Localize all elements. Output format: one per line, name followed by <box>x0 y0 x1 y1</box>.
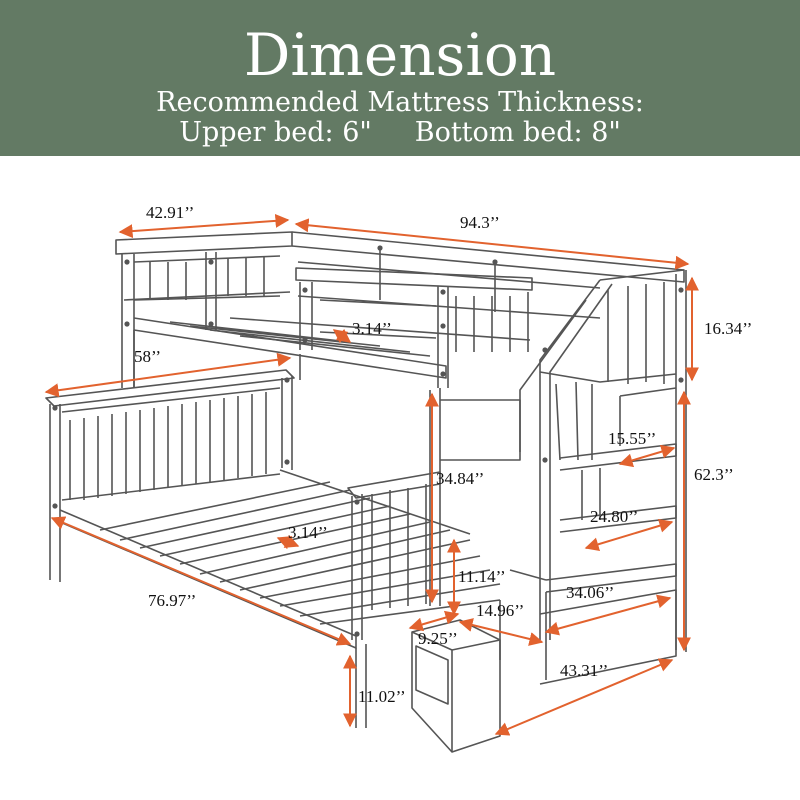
label-step-depth-mid: 24.80’’ <box>590 507 638 526</box>
dim-line-rail-gap-upper <box>332 328 352 344</box>
dim-line-lower-length <box>50 516 352 646</box>
dim-line-step-width <box>458 618 544 646</box>
dimension-labels: 42.91’’ 94.3’’ 3.14’’ 16.34’’ 58’’ 34.84… <box>134 203 752 706</box>
label-upper-clearance: 34.84’’ <box>436 469 484 488</box>
upper-bed-frame <box>133 317 531 388</box>
label-upper-width: 42.91’’ <box>146 203 194 222</box>
label-step-depth-top: 15.55’’ <box>608 429 656 448</box>
label-upper-guard-height: 16.34’’ <box>704 319 752 338</box>
label-overall-height: 62.3’’ <box>694 465 734 484</box>
label-stair-depth: 34.06’’ <box>566 583 614 602</box>
upper-headboard <box>115 231 293 388</box>
mattress-subtitle: Recommended Mattress Thickness: <box>156 87 644 118</box>
upper-front-guardrail <box>295 267 533 388</box>
staircase <box>499 279 677 680</box>
label-stair-base-width: 9.25’’ <box>418 629 458 648</box>
header-banner: Dimension Recommended Mattress Thickness… <box>0 0 800 156</box>
dim-line-lower-width <box>44 352 292 398</box>
dim-line-stair-length <box>494 658 674 736</box>
upper-bed-thickness: Upper bed: 6" <box>179 117 372 148</box>
lower-bed-frame <box>59 469 501 728</box>
label-step-riser: 11.14’’ <box>458 567 506 586</box>
dim-line-upper-width <box>118 213 290 239</box>
label-stair-length: 43.31’’ <box>560 661 608 680</box>
label-lower-width: 58’’ <box>134 347 161 366</box>
dim-line-step-depth-top <box>618 444 676 468</box>
label-step-width: 14.96’’ <box>476 601 524 620</box>
label-rail-gap-lower: 3.14’’ <box>288 523 328 542</box>
label-lower-length: 76.97’’ <box>148 591 196 610</box>
upper-back-rail <box>291 231 685 319</box>
bottom-bed-thickness: Bottom bed: 8" <box>414 117 621 148</box>
dim-line-step-depth-mid <box>584 518 674 552</box>
dimension-lines <box>44 213 699 736</box>
mattress-sizes: Upper bed: 6" Bottom bed: 8" <box>0 116 800 150</box>
label-leg-height: 11.02’’ <box>358 687 406 706</box>
bunk-bed-diagram: 42.91’’ 94.3’’ 3.14’’ 16.34’’ 58’’ 34.84… <box>44 203 752 753</box>
step-box <box>411 589 677 753</box>
lower-headboard <box>45 369 295 582</box>
dim-line-stair-base-width <box>408 610 460 632</box>
dim-line-stair-depth <box>544 594 672 636</box>
label-overall-length: 94.3’’ <box>460 213 500 232</box>
dim-line-overall-length <box>294 218 690 270</box>
page-title: Dimension <box>243 21 557 89</box>
label-rail-gap-upper: 3.14’’ <box>352 319 392 338</box>
